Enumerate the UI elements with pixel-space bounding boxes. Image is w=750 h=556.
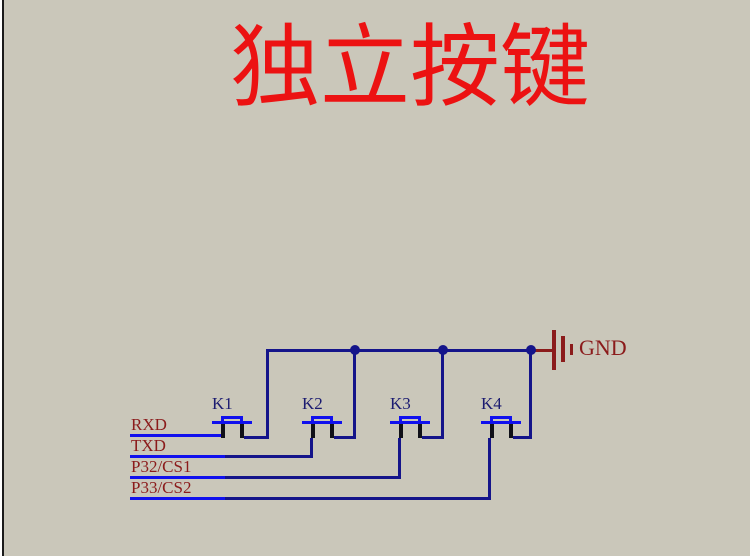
schematic-title[interactable]: 独立按键	[230, 19, 590, 118]
wire-segment[interactable]	[398, 438, 401, 479]
net-label-rxd[interactable]: RXD	[131, 415, 167, 434]
pushbutton-k2[interactable]: K2	[302, 395, 342, 438]
button-ref-label: K2	[302, 394, 323, 413]
button-actuator	[399, 416, 421, 421]
button-actuator	[490, 416, 512, 421]
wire-segment[interactable]	[225, 497, 491, 500]
button-contact-right	[509, 424, 513, 438]
button-contact-right	[418, 424, 422, 438]
wire-segment[interactable]	[441, 349, 444, 439]
ground-bar-medium	[561, 336, 565, 362]
net-label-p33-cs2[interactable]: P33/CS2	[131, 478, 192, 497]
button-contact-left	[221, 424, 225, 438]
net-label-p32-cs1[interactable]: P32/CS1	[131, 457, 192, 476]
button-contact-left	[399, 424, 403, 438]
wire-segment[interactable]	[225, 455, 313, 458]
button-contact-left	[311, 424, 315, 438]
wire-segment[interactable]	[529, 349, 532, 439]
wire-segment[interactable]	[488, 438, 491, 500]
junction-dot	[350, 345, 360, 355]
junction-dot	[438, 345, 448, 355]
button-cap	[481, 421, 521, 424]
pushbutton-k4[interactable]: K4	[481, 395, 521, 438]
button-ref-label: K4	[481, 394, 502, 413]
wire-segment[interactable]	[334, 436, 356, 439]
gnd-label: GND	[579, 335, 627, 360]
wire-segment[interactable]	[310, 438, 313, 458]
button-contact-right	[240, 424, 244, 438]
button-actuator	[221, 416, 243, 421]
junction-dot	[526, 345, 536, 355]
wire-segment[interactable]	[266, 349, 269, 439]
pushbutton-k3[interactable]: K3	[390, 395, 430, 438]
wire-segment[interactable]	[130, 455, 225, 458]
button-ref-label: K3	[390, 394, 411, 413]
ground-bar-short	[570, 344, 573, 355]
ground-bar-tall	[552, 330, 556, 370]
wire-segment[interactable]	[130, 497, 225, 500]
button-ref-label: K1	[212, 394, 233, 413]
button-actuator	[311, 416, 333, 421]
wire-segment[interactable]	[225, 476, 401, 479]
button-contact-left	[490, 424, 494, 438]
wire-segment[interactable]	[130, 476, 225, 479]
wire-segment[interactable]	[513, 436, 532, 439]
pushbutton-k1[interactable]: K1	[212, 395, 252, 438]
wire-segment[interactable]	[130, 434, 223, 437]
net-label-txd[interactable]: TXD	[131, 436, 166, 455]
button-cap	[390, 421, 430, 424]
wire-segment[interactable]	[534, 349, 554, 352]
ground-symbol[interactable]	[552, 330, 576, 372]
wire-segment[interactable]	[422, 436, 444, 439]
wire-segment[interactable]	[244, 436, 269, 439]
button-cap	[212, 421, 252, 424]
left-border-white	[0, 0, 2, 556]
left-border-black	[2, 0, 4, 556]
wire-segment[interactable]	[266, 349, 534, 352]
wire-segment[interactable]	[353, 349, 356, 439]
button-cap	[302, 421, 342, 424]
button-contact-right	[330, 424, 334, 438]
